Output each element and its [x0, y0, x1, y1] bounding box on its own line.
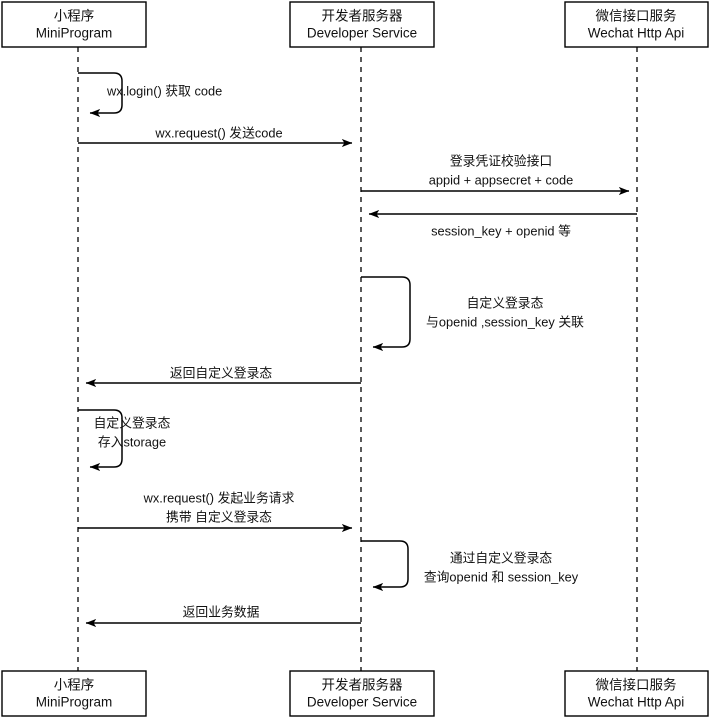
message-m6-return-custom-session[interactable]: 返回自定义登录态: [85, 365, 361, 388]
actor-header-developer[interactable]: 开发者服务器 Developer Service: [289, 1, 435, 48]
message-m3-label-line1: 登录凭证校验接口: [450, 153, 552, 168]
message-m9-self-lookup-openid[interactable]: 通过自定义登录态 查询openid 和 session_key: [361, 540, 579, 592]
actor-footer-developer[interactable]: 开发者服务器 Developer Service: [289, 670, 435, 717]
message-m8-label-line2: 携带 自定义登录态: [166, 509, 272, 524]
message-m6-label-line1: 返回自定义登录态: [170, 365, 273, 380]
message-m9-label-line1: 通过自定义登录态: [450, 550, 553, 565]
message-m9-label-line2: 查询openid 和 session_key: [424, 569, 579, 584]
message-m2-request-send-code[interactable]: wx.request() 发送code: [78, 125, 353, 148]
actor-footer-developer-line1: 开发者服务器: [322, 678, 403, 693]
actor-footer-developer-line2: Developer Service: [307, 695, 417, 710]
actor-header-wechat-line1: 微信接口服务: [596, 8, 677, 24]
actor-footer-miniprogram-line1: 小程序: [54, 678, 95, 693]
actor-footer-miniprogram-line2: MiniProgram: [36, 695, 113, 710]
message-m8-label-line1: wx.request() 发起业务请求: [143, 490, 295, 505]
message-m7-label-line1: 自定义登录态: [94, 415, 171, 430]
message-m8-business-request[interactable]: wx.request() 发起业务请求 携带 自定义登录态: [78, 490, 353, 533]
actor-header-miniprogram-line2: MiniProgram: [36, 26, 113, 41]
actor-footer-wechat[interactable]: 微信接口服务 Wechat Http Api: [564, 670, 709, 717]
actor-footer-wechat-line1: 微信接口服务: [596, 677, 677, 693]
message-m7-self-store-storage[interactable]: 自定义登录态 存入storage: [78, 409, 171, 472]
actor-footer-miniprogram[interactable]: 小程序 MiniProgram: [1, 670, 147, 717]
message-m5-label-line1: 自定义登录态: [467, 295, 544, 310]
message-m7-label-line2: 存入storage: [98, 434, 166, 449]
actor-header-developer-line1: 开发者服务器: [322, 9, 403, 24]
message-m4-label-line1: session_key + openid 等: [431, 223, 571, 238]
message-m2-label-line1: wx.request() 发送code: [154, 125, 282, 140]
actor-header-miniprogram[interactable]: 小程序 MiniProgram: [1, 1, 147, 48]
message-m3-label-line2: appid + appsecret + code: [429, 172, 573, 187]
actor-header-miniprogram-line1: 小程序: [54, 9, 95, 24]
message-m10-return-business-data[interactable]: 返回业务数据: [85, 604, 361, 628]
message-m10-label-line1: 返回业务数据: [183, 604, 260, 619]
message-m5-label-line2: 与openid ,session_key 关联: [426, 314, 584, 329]
message-m1-label-line1: wx.login() 获取 code: [106, 83, 222, 98]
message-m1-self-login[interactable]: wx.login() 获取 code: [78, 72, 222, 118]
message-m4-session-key-openid[interactable]: session_key + openid 等: [368, 209, 637, 238]
message-m5-self-custom-session[interactable]: 自定义登录态 与openid ,session_key 关联: [361, 276, 584, 352]
actor-footer-wechat-line2: Wechat Http Api: [588, 695, 685, 710]
message-m3-auth-code-to-session[interactable]: 登录凭证校验接口 appid + appsecret + code: [361, 153, 630, 196]
actor-header-wechat-line2: Wechat Http Api: [588, 26, 685, 41]
actor-header-wechat[interactable]: 微信接口服务 Wechat Http Api: [564, 1, 709, 48]
actor-header-developer-line2: Developer Service: [307, 26, 417, 41]
